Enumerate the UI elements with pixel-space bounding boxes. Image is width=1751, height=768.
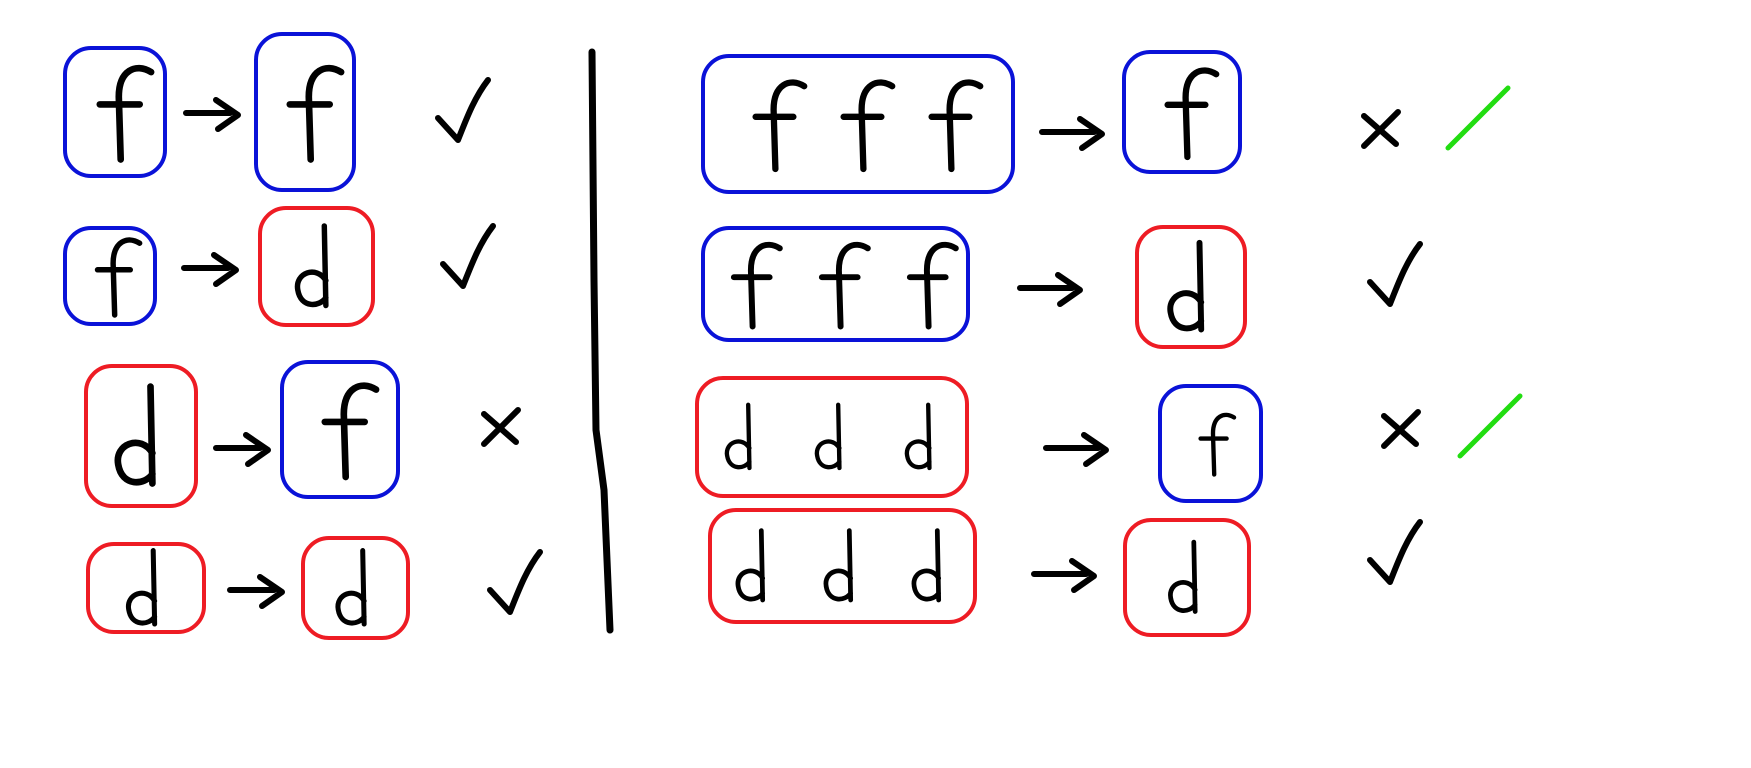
right-row-2-input-f-glyph-1 xyxy=(730,241,783,330)
left-row-4-input-box xyxy=(86,542,206,634)
left-row-3-input-d-glyph xyxy=(114,383,156,487)
cross-mark-icon xyxy=(1361,109,1401,149)
right-row-4-output-d-glyph xyxy=(1168,539,1198,614)
left-row-2-output-box xyxy=(258,206,375,327)
right-row-1-input-box xyxy=(701,54,1015,194)
column-divider-line xyxy=(588,48,614,634)
right-row-4-output-box xyxy=(1123,518,1251,637)
left-row-2-input-box xyxy=(63,226,157,326)
right-row-4-input-d-glyph-3 xyxy=(911,528,942,603)
left-row-4-output-d-glyph xyxy=(335,548,367,627)
left-row-4-input-d-glyph xyxy=(126,548,158,627)
left-row-3-output-box xyxy=(280,360,400,499)
left-row-1-output-f-glyph xyxy=(286,64,345,163)
left-row-1-output-box xyxy=(254,32,356,192)
right-row-2-output-d-glyph xyxy=(1167,239,1205,333)
right-row-3-input-box xyxy=(695,376,969,498)
right-arrow-icon xyxy=(1039,116,1105,151)
cross-mark-icon xyxy=(1381,409,1421,449)
right-arrow-icon xyxy=(181,252,239,287)
right-arrow-icon xyxy=(1017,272,1083,307)
green-slash-icon xyxy=(1457,393,1523,459)
right-arrow-icon xyxy=(183,97,241,132)
right-arrow-icon xyxy=(1043,432,1109,467)
right-row-2-input-box xyxy=(701,226,970,342)
right-row-3-output-box xyxy=(1158,384,1263,503)
check-mark-icon xyxy=(487,549,543,615)
right-row-2-output-box xyxy=(1135,225,1247,349)
right-row-1-output-f-glyph xyxy=(1164,67,1220,161)
left-row-3-output-f-glyph xyxy=(321,382,380,481)
right-row-4-input-d-glyph-2 xyxy=(823,528,854,603)
right-row-4-input-box xyxy=(708,508,977,624)
right-row-1-input-f-glyph-2 xyxy=(840,79,896,173)
left-row-2-output-d-glyph xyxy=(294,223,329,309)
right-row-3-input-d-glyph-3 xyxy=(904,402,932,471)
green-slash-icon xyxy=(1445,85,1511,151)
right-row-3-input-d-glyph-2 xyxy=(814,402,842,471)
left-row-1-input-f-glyph xyxy=(96,64,155,163)
cross-mark-icon xyxy=(481,407,521,447)
left-row-2-input-f-glyph xyxy=(94,237,143,318)
right-row-2-input-f-glyph-3 xyxy=(906,241,959,330)
left-row-4-output-box xyxy=(301,536,410,640)
right-arrow-icon xyxy=(213,432,271,467)
right-row-4-input-d-glyph-1 xyxy=(735,528,766,603)
right-row-3-input-d-glyph-1 xyxy=(724,402,752,471)
check-mark-icon xyxy=(1367,241,1423,307)
check-mark-icon xyxy=(1367,519,1423,585)
check-mark-icon xyxy=(435,77,491,143)
left-row-1-input-box xyxy=(63,46,167,178)
right-row-2-input-f-glyph-2 xyxy=(818,241,871,330)
right-row-1-input-f-glyph-3 xyxy=(928,79,984,173)
left-row-3-input-box xyxy=(84,364,198,508)
right-row-1-output-box xyxy=(1122,50,1242,174)
right-row-3-output-f-glyph xyxy=(1198,412,1237,477)
right-row-1-input-f-glyph-1 xyxy=(752,79,808,173)
right-arrow-icon xyxy=(1031,558,1097,593)
right-arrow-icon xyxy=(227,574,285,609)
check-mark-icon xyxy=(440,223,496,289)
